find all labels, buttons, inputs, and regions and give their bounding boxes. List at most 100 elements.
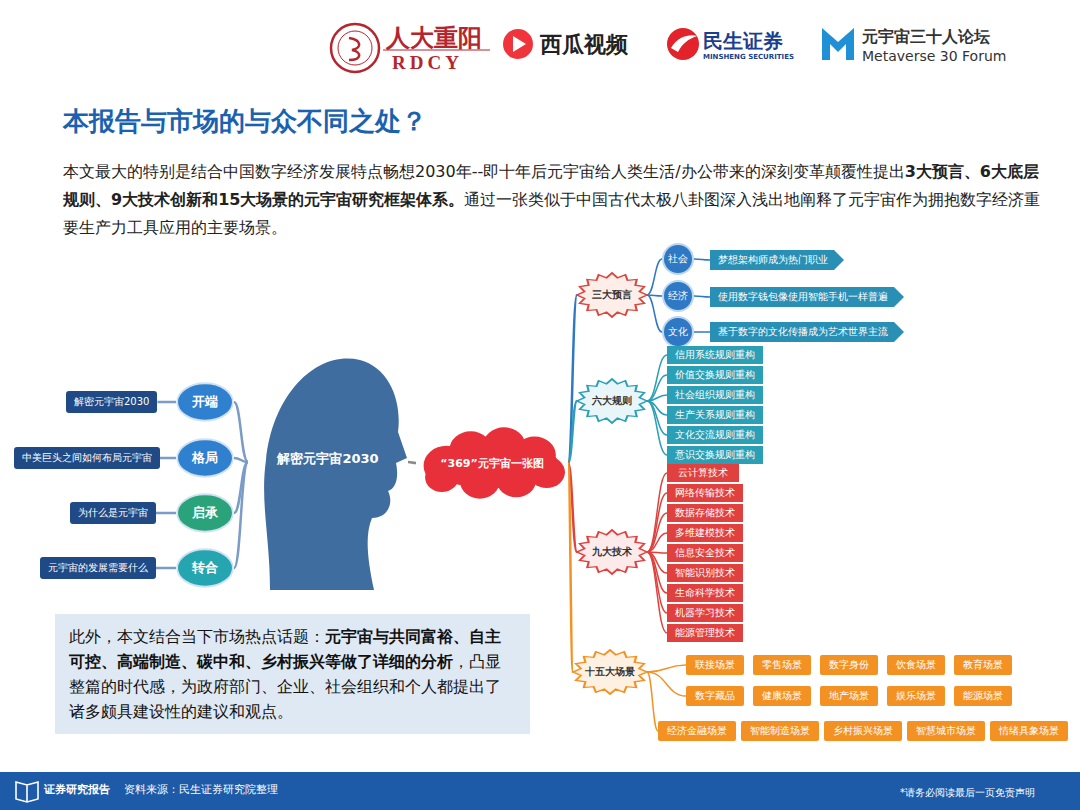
page-title: 本报告与市场的与众不同之处？ xyxy=(63,104,427,139)
center-cloud: “369”元宇宙一张图 xyxy=(416,430,568,496)
node-text: 信息安全技术 xyxy=(675,546,735,560)
connector xyxy=(647,395,667,401)
connector xyxy=(234,462,248,568)
node-text: 情绪具象场景 xyxy=(999,724,1059,738)
node-text: “369”元宇宙一张图 xyxy=(440,456,543,471)
node-text: 文化交流规则重构 xyxy=(675,428,755,442)
node-text: 乡村振兴场景 xyxy=(833,724,893,738)
node-text: 社会组织规则重构 xyxy=(675,388,755,402)
tech-box: 智能识别技术 xyxy=(667,564,743,582)
prediction-arrow: 梦想架构师成为热门职业 xyxy=(710,250,844,270)
connector xyxy=(568,401,577,463)
rdcy-seal-mark xyxy=(349,38,359,60)
prediction-arrow: 使用数字钱包像使用智能手机一样普遍 xyxy=(710,287,904,307)
node-text: 元宇宙的发展需要什么 xyxy=(48,561,148,575)
connector xyxy=(647,259,662,295)
connector xyxy=(647,665,686,672)
node-text: 启承 xyxy=(192,504,218,522)
node-text: 教育场景 xyxy=(963,658,1003,672)
logo-text: MINSHENG SECURITIES xyxy=(703,53,794,61)
connector xyxy=(647,533,667,552)
node-text: 意识交换规则重构 xyxy=(675,448,755,462)
bubble: 启承 xyxy=(176,493,234,533)
connector xyxy=(647,552,667,613)
node-text: 解密元宇宙2030 xyxy=(262,450,394,468)
node-text: 健康场景 xyxy=(762,689,802,703)
node-text: 能源场景 xyxy=(963,689,1003,703)
logo-text: RDCY xyxy=(392,52,463,74)
head-silhouette: 解密元宇宙2030 xyxy=(248,332,408,592)
node-text: 经济金融场景 xyxy=(667,724,727,738)
burst-outline xyxy=(577,273,647,317)
scene-box: 健康场景 xyxy=(753,686,811,706)
node-text: 为什么是元宇宙 xyxy=(78,506,148,520)
node-text: 基于数字的文化传播成为艺术世界主流 xyxy=(718,325,888,339)
bubble-outline xyxy=(177,494,233,531)
note-box: 此外，本文结合当下市场热点话题：元宇宙与共同富裕、自主可控、高端制造、碳中和、乡… xyxy=(55,614,530,734)
tech-box: 云计算技术 xyxy=(667,464,739,482)
connector xyxy=(647,513,667,552)
connector xyxy=(647,355,667,401)
tech-box: 能源管理技术 xyxy=(667,624,743,642)
xigua-logo xyxy=(503,29,533,59)
scene-box: 地产场景 xyxy=(820,686,878,706)
node-text: 零售场景 xyxy=(762,658,802,672)
node-text: 地产场景 xyxy=(829,689,869,703)
connector xyxy=(647,672,686,696)
cloud-core xyxy=(425,441,559,489)
connector xyxy=(157,401,176,404)
connector xyxy=(234,402,248,462)
node-text: 生命科学技术 xyxy=(675,586,735,600)
node-text: 智慧城市场景 xyxy=(916,724,976,738)
node-text: 解密元宇宙2030 xyxy=(74,395,149,409)
bubble: 格局 xyxy=(176,438,234,478)
minsheng-swoosh xyxy=(671,35,697,52)
paragraph-text: 本文最大的特别是结合中国数字经济发展特点畅想2030年--即十年后元宇宙给人类生… xyxy=(63,162,905,181)
node-text: 数字身份 xyxy=(829,658,869,672)
rule-box: 文化交流规则重构 xyxy=(667,426,763,444)
node-text: 文化 xyxy=(668,325,688,339)
book-icon xyxy=(16,782,38,802)
burst-outline xyxy=(573,650,647,694)
head-outline xyxy=(264,359,407,590)
rule-box: 价值交换规则重构 xyxy=(667,366,763,384)
logo-text: 元宇宙三十人论坛 xyxy=(862,27,990,48)
bubble: 开端 xyxy=(176,382,234,422)
scene-box: 数字身份 xyxy=(820,655,878,675)
connector xyxy=(647,375,667,401)
connector xyxy=(647,473,667,552)
category-circle: 文化 xyxy=(662,316,694,348)
scene-box: 智能制造场景 xyxy=(741,721,819,741)
topic-box: 为什么是元宇宙 xyxy=(70,502,156,524)
rule-box: 社会组织规则重构 xyxy=(667,386,763,404)
connector xyxy=(234,458,248,462)
node-text: 三大预言 xyxy=(592,288,632,302)
tech-box: 生命科学技术 xyxy=(667,584,743,602)
burst-outline xyxy=(577,379,647,423)
tech-box: 网络传输技术 xyxy=(667,484,743,502)
tech-box: 信息安全技术 xyxy=(667,544,743,562)
branch-burst: 三大预言 xyxy=(577,273,647,317)
scene-box: 教育场景 xyxy=(954,655,1012,675)
tech-box: 数据存储技术 xyxy=(667,504,743,522)
connector xyxy=(568,295,577,463)
category-circle: 社会 xyxy=(662,243,694,275)
connector xyxy=(694,331,710,333)
category-circle: 经济 xyxy=(662,280,694,312)
node-text: 智能识别技术 xyxy=(675,566,735,580)
rule-box: 信用系统规则重构 xyxy=(667,346,763,364)
node-text: 多维建模技术 xyxy=(675,526,735,540)
rdcy-seal-ring xyxy=(338,31,372,65)
node-text: 十五大场景 xyxy=(585,665,635,679)
connector xyxy=(647,552,667,633)
bubble-outline xyxy=(177,439,233,476)
node-text: 信用系统规则重构 xyxy=(675,348,755,362)
topic-box: 解密元宇宙2030 xyxy=(66,391,157,413)
logo-text: 人大重阳 xyxy=(386,22,482,54)
connector xyxy=(408,462,416,463)
node-text: 能源管理技术 xyxy=(675,626,735,640)
bubble: 转合 xyxy=(176,548,234,588)
rdcy-seal xyxy=(331,24,379,72)
connector xyxy=(694,296,710,297)
